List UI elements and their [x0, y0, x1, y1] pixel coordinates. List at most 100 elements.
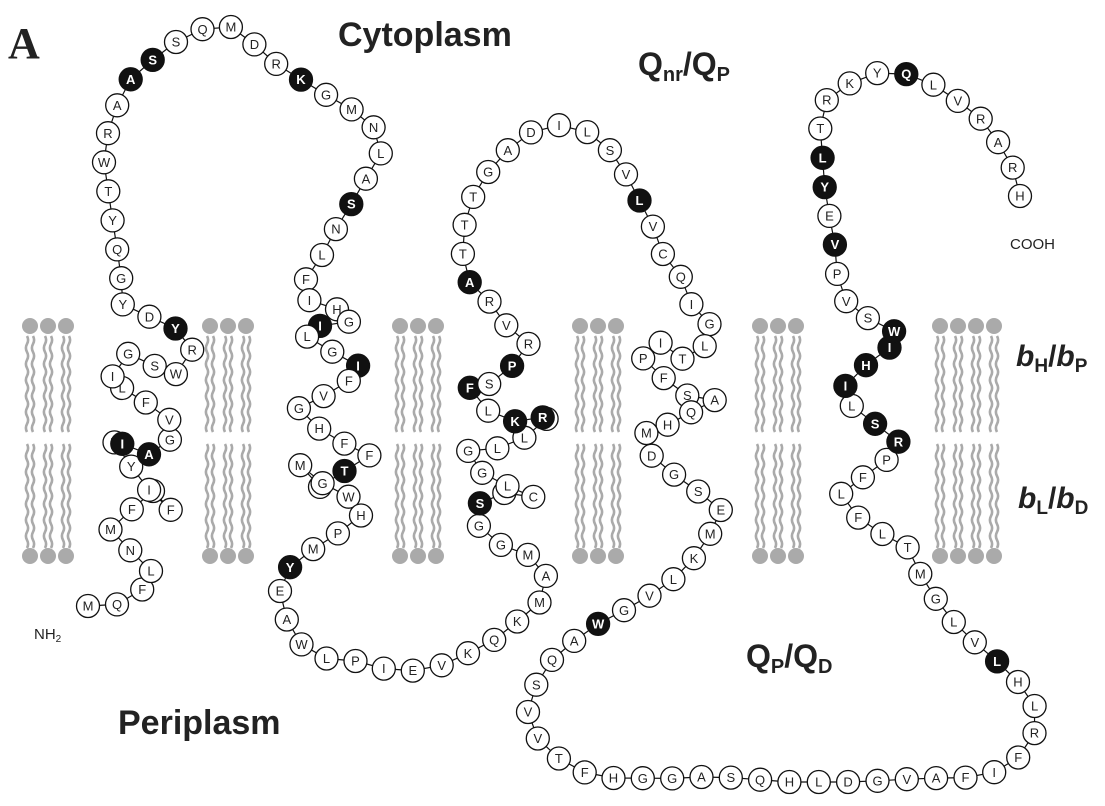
- residue-letter: R: [524, 337, 533, 352]
- residue-letter: Q: [489, 633, 499, 648]
- lipid-head: [986, 318, 1002, 334]
- residue-letter: V: [953, 94, 962, 109]
- residue: T: [547, 747, 570, 770]
- residue-letter: I: [147, 482, 151, 497]
- residue: D: [837, 771, 860, 794]
- residue: T: [809, 117, 832, 140]
- lipid-tail: [68, 336, 70, 432]
- lipid-tail: [576, 336, 578, 432]
- lipid-tail: [50, 336, 52, 432]
- residue: I: [548, 114, 571, 137]
- residue-letter: G: [638, 771, 648, 786]
- residue: V: [963, 631, 986, 654]
- residue-highlighted: L: [811, 146, 834, 169]
- lipid-head: [788, 318, 804, 334]
- residue-letter: R: [1030, 726, 1039, 741]
- residue: H: [656, 413, 679, 436]
- residue-letter: P: [639, 351, 648, 366]
- lipid-tail: [230, 444, 232, 548]
- residue-letter: V: [831, 237, 840, 252]
- residue: V: [158, 408, 181, 431]
- residue-highlighted: A: [119, 68, 142, 91]
- residue-letter: S: [606, 143, 615, 158]
- lipid-tail: [68, 444, 70, 548]
- residue: R: [97, 122, 120, 145]
- residue-letter: P: [351, 654, 360, 669]
- residue: C: [651, 243, 674, 266]
- residue-letter: K: [690, 551, 699, 566]
- residue-letter: R: [103, 126, 112, 141]
- residue-letter: H: [861, 358, 870, 373]
- residue: V: [615, 163, 638, 186]
- residue-letter: D: [647, 448, 656, 463]
- residue-letter: S: [726, 770, 735, 785]
- residue-letter: F: [1014, 750, 1022, 765]
- residue-letter: N: [369, 120, 378, 135]
- residue: M: [302, 538, 325, 561]
- lipid-tail: [594, 336, 596, 432]
- residue-letter: S: [476, 496, 485, 511]
- lipid-head: [590, 318, 606, 334]
- residue: L: [942, 611, 965, 634]
- residue-highlighted: H: [855, 354, 878, 377]
- lipid-tail: [600, 336, 602, 432]
- residue-letter: L: [303, 329, 310, 344]
- lipid-tail: [774, 444, 776, 548]
- residue: P: [344, 650, 367, 673]
- lipid-tail: [972, 336, 974, 432]
- residue: I: [101, 365, 124, 388]
- lipid-head: [202, 318, 218, 334]
- lipid-tail: [990, 444, 992, 548]
- residue: I: [372, 657, 395, 680]
- residue: R: [1023, 722, 1046, 745]
- residue-letter: Q: [197, 22, 207, 37]
- residue: F: [120, 498, 143, 521]
- residue-letter: G: [872, 773, 882, 788]
- residue-letter: M: [83, 599, 94, 614]
- residue-letter: L: [504, 479, 511, 494]
- residue-letter: F: [466, 380, 474, 395]
- residue-letter: G: [116, 271, 126, 286]
- residue: A: [925, 767, 948, 790]
- residue: G: [315, 83, 338, 106]
- residue-letter: L: [1031, 699, 1038, 714]
- residue: F: [159, 498, 182, 521]
- residue: E: [269, 580, 292, 603]
- residue-letter: K: [845, 76, 854, 91]
- lipid-tail: [206, 444, 208, 548]
- residue-letter: F: [660, 371, 668, 386]
- residue: H: [350, 504, 373, 527]
- residue-highlighted: Y: [279, 556, 302, 579]
- residue-letter: T: [341, 464, 349, 479]
- residue-letter: R: [1008, 160, 1017, 175]
- residue: S: [525, 673, 548, 696]
- residue-letter: L: [819, 150, 827, 165]
- residue: H: [602, 767, 625, 790]
- residue-letter: Y: [127, 459, 136, 474]
- residue: G: [471, 461, 494, 484]
- residue-letter: Q: [755, 772, 765, 787]
- qp-qd-site-label: QP/QD: [746, 638, 832, 679]
- residue-letter: V: [524, 705, 533, 720]
- residue-letter: F: [128, 502, 136, 517]
- lipid-tail: [612, 336, 614, 432]
- residue-letter: L: [147, 564, 154, 579]
- residue-letter: E: [825, 209, 834, 224]
- lipid-tail: [224, 336, 226, 432]
- residue: L: [296, 325, 319, 348]
- residue: G: [311, 472, 334, 495]
- residue: G: [477, 161, 500, 184]
- residue: M: [340, 98, 363, 121]
- residue: C: [522, 485, 545, 508]
- residue-letter: I: [111, 369, 115, 384]
- residue-letter: F: [581, 765, 589, 780]
- lipid-head: [40, 548, 56, 564]
- residue-letter: T: [104, 184, 112, 199]
- residue: G: [866, 769, 889, 792]
- residue-letter: I: [356, 358, 360, 373]
- residue: D: [243, 33, 266, 56]
- residue-highlighted: Q: [895, 63, 918, 86]
- residue-letter: F: [138, 582, 146, 597]
- residue-letter: S: [347, 197, 356, 212]
